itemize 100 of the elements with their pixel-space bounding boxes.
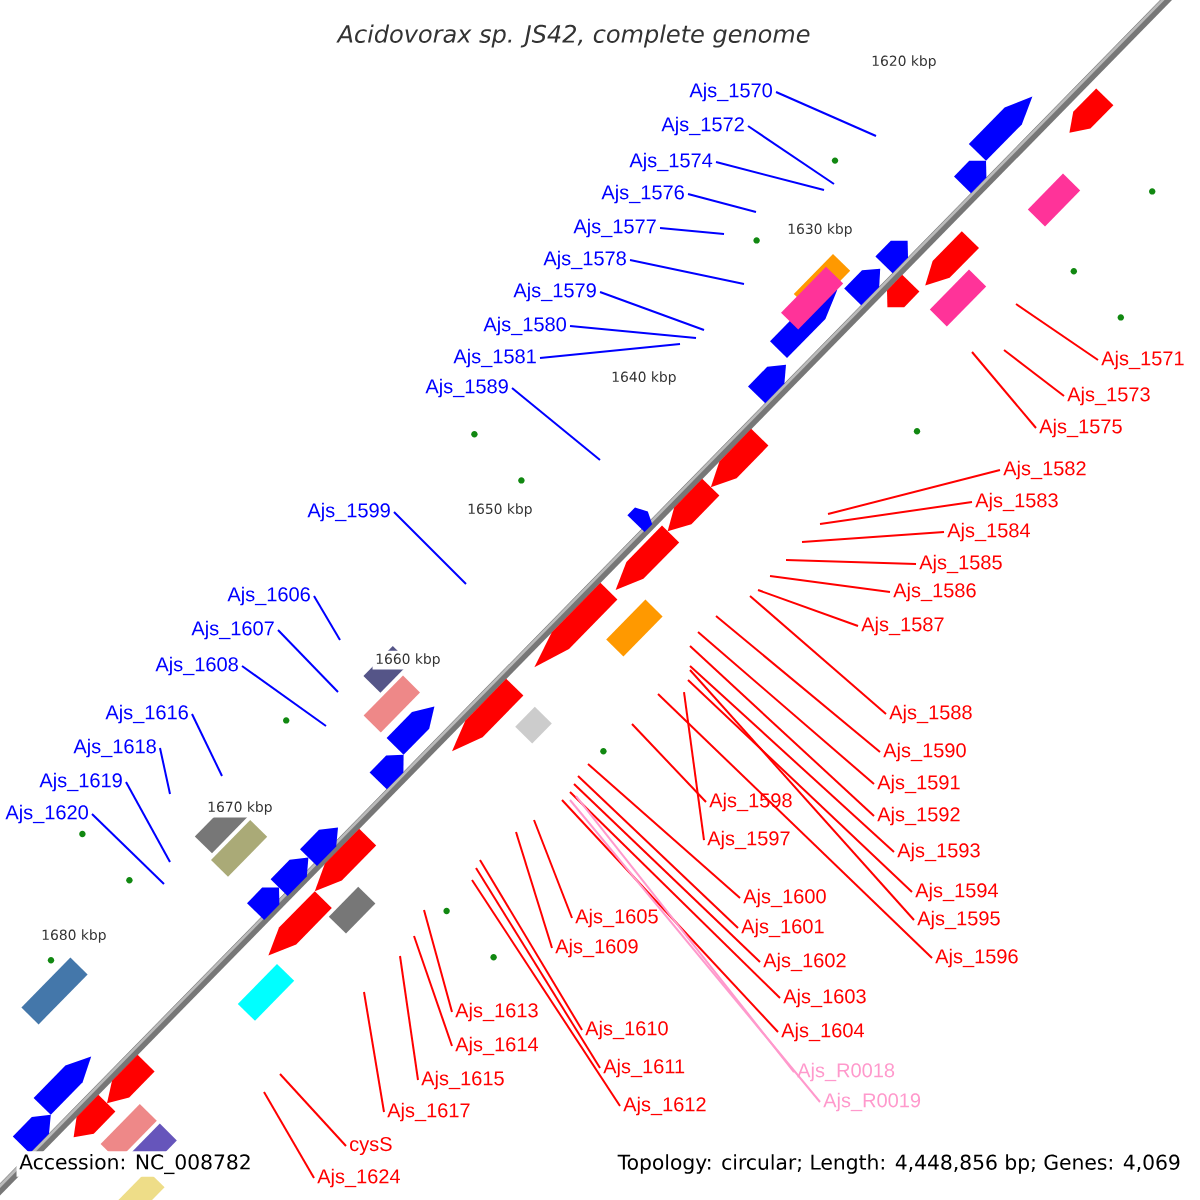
gene-label: Ajs_R0018 [797, 1062, 895, 1082]
leader-line [515, 831, 553, 949]
leader-line [241, 665, 327, 727]
gene-label: Ajs_1624 [317, 1168, 400, 1188]
leader-line [561, 799, 779, 1033]
gene-label: Ajs_1599 [307, 502, 390, 522]
gene-label: Ajs_1575 [1039, 418, 1122, 438]
leader-line [747, 125, 835, 185]
leader-line [313, 595, 341, 641]
leader-line [599, 291, 705, 331]
leader-line [587, 763, 741, 899]
leader-line [279, 1073, 347, 1147]
gene-label: Ajs_1577 [573, 218, 656, 238]
title: Acidovorax sp. JS42, complete genome [336, 24, 810, 48]
leader-line [687, 193, 757, 213]
gene-label: Ajs_1620 [5, 804, 88, 824]
gene-label: Ajs_1578 [543, 250, 626, 270]
leader-line [801, 531, 945, 543]
leader-line [363, 991, 385, 1113]
leader-line [191, 713, 223, 777]
gene-label: Ajs_1580 [483, 316, 566, 336]
gene-label: Ajs_1602 [763, 952, 846, 972]
gene-label: Ajs_1585 [919, 554, 1002, 574]
gene-label: Ajs_1613 [455, 1002, 538, 1022]
gene-label: Ajs_1589 [425, 378, 508, 398]
gene-label: Ajs_1605 [575, 908, 658, 928]
leader-line [785, 559, 917, 565]
gene-label: Ajs_1610 [585, 1020, 668, 1040]
leader-line [697, 631, 875, 785]
gene-label: Ajs_1614 [455, 1036, 538, 1056]
gene-label: Ajs_1595 [917, 910, 1000, 930]
leader-line [827, 469, 1001, 515]
gene-label: Ajs_1582 [1003, 460, 1086, 480]
gene-label: Ajs_1612 [623, 1096, 706, 1116]
gene-label: Ajs_1600 [743, 888, 826, 908]
gene-label: Ajs_1597 [707, 830, 790, 850]
leader-line [749, 595, 887, 715]
leader-line [475, 867, 601, 1069]
gene-label: Ajs_1572 [661, 116, 744, 136]
gene-label: Ajs_R0019 [823, 1092, 921, 1112]
leader-line [715, 161, 825, 191]
leader-line [715, 615, 881, 753]
gene-label: Ajs_1574 [629, 152, 713, 172]
gene-label: Ajs_1617 [387, 1102, 470, 1122]
leader-line [689, 665, 895, 853]
gene-label: cysS [350, 1136, 392, 1156]
leader-line [263, 1091, 315, 1179]
leader-line [689, 669, 915, 921]
leader-line [631, 723, 707, 803]
leader-line [769, 575, 891, 593]
gene-label: Ajs_1590 [883, 742, 966, 762]
leader-line [659, 227, 725, 235]
gene-label: Ajs_1596 [935, 948, 1018, 968]
gene-label: Ajs_1603 [783, 988, 866, 1008]
leader-line [629, 259, 745, 285]
leader-line [393, 511, 467, 585]
gene-label: Ajs_1579 [513, 282, 596, 302]
leader-line [687, 679, 913, 893]
gene-label: Ajs_1594 [915, 882, 998, 902]
gene-label: Ajs_1588 [889, 704, 972, 724]
leader-line [569, 799, 821, 1103]
leader-line [1015, 303, 1099, 361]
gene-label: Ajs_1573 [1067, 386, 1150, 406]
gene-label: Ajs_1618 [73, 738, 156, 758]
leader-line [569, 325, 697, 339]
gene-label: Ajs_1606 [227, 586, 310, 606]
gene-label: Ajs_1587 [861, 616, 944, 636]
gene-label: Ajs_1601 [741, 918, 824, 938]
leader-line [479, 859, 583, 1031]
leader-line [91, 813, 165, 885]
leader-line [573, 783, 761, 963]
gene-label: Ajs_1576 [601, 184, 684, 204]
gene-label: Ajs_1584 [947, 522, 1030, 542]
leader-line [757, 589, 859, 627]
gene-label: Ajs_1607 [191, 620, 274, 640]
gene-label: Ajs_1591 [877, 774, 960, 794]
gene-label: Ajs_1570 [689, 82, 772, 102]
footer-text: Accession: NC_008782 [16, 1151, 255, 1177]
leader-line [683, 691, 705, 841]
gene-label: Ajs_1571 [1101, 350, 1184, 370]
footer-text: Topology: circular; Length: 4,448,856 bp; Genes: 4,069 [615, 1151, 1184, 1177]
gene-label: Ajs_1609 [555, 938, 638, 958]
gene-label: Ajs_1619 [39, 772, 122, 792]
gene-label: Ajs_1581 [453, 348, 536, 368]
leader-line [577, 775, 739, 929]
leader-line [657, 693, 933, 959]
leader-line [399, 955, 419, 1081]
gene-label: Ajs_1583 [975, 492, 1058, 512]
gene-label: Ajs_1616 [105, 704, 188, 724]
leader-line [689, 645, 875, 817]
leader-line [159, 747, 171, 795]
leader-line [539, 343, 681, 359]
gene-label: Ajs_1604 [781, 1022, 864, 1042]
leader-line [277, 629, 339, 693]
leader-line [471, 879, 621, 1107]
leader-line [575, 795, 795, 1073]
leader-line [775, 91, 877, 137]
gene-label: Ajs_1593 [897, 842, 980, 862]
leader-line [971, 351, 1037, 429]
leader-line [511, 387, 601, 461]
